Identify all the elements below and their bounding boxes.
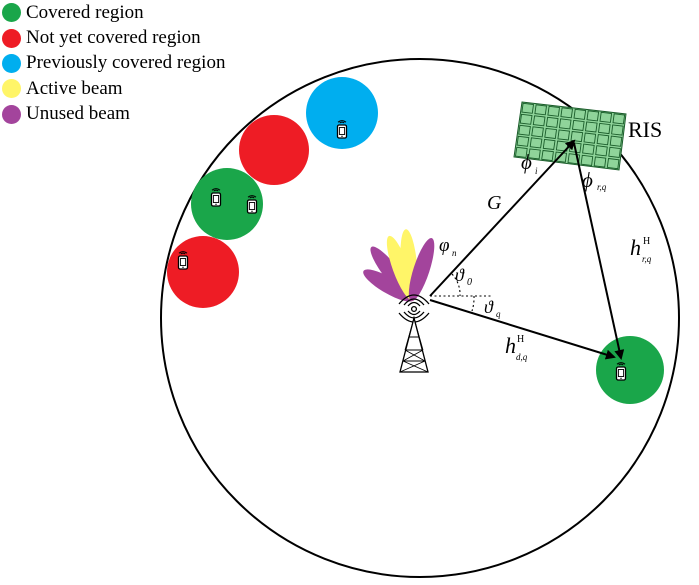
- ris-element: [545, 116, 559, 128]
- ris-element: [555, 140, 569, 152]
- ris-element: [570, 131, 584, 143]
- region-covered-right: [596, 336, 664, 404]
- ris-element: [519, 113, 533, 125]
- ris-element: [560, 107, 574, 119]
- ris-element: [531, 126, 544, 138]
- svg-text:r,q: r,q: [642, 254, 652, 264]
- ris-element: [612, 113, 626, 125]
- ris-element: [528, 148, 541, 160]
- legend-item-unused-beam: Unused beam: [2, 102, 225, 127]
- ris-element: [558, 118, 572, 130]
- legend-swatch: [2, 53, 21, 73]
- ris-element: [514, 146, 528, 158]
- ris-user-channel-arrow: [573, 142, 625, 360]
- ris-element: [521, 102, 535, 114]
- ris-element: [582, 143, 595, 155]
- h-rq-label: h H r,q: [630, 235, 652, 264]
- ris-element: [611, 124, 624, 136]
- theta-0-label: ϑ 0: [455, 265, 472, 288]
- legend-swatch: [2, 104, 21, 124]
- svg-text:r,q: r,q: [597, 182, 607, 192]
- angle-arc-theta-q: [471, 295, 475, 312]
- ris-element: [532, 115, 546, 127]
- ris-element: [609, 135, 623, 147]
- legend-item-active-beam: Active beam: [2, 76, 225, 101]
- region-covered-left: [191, 168, 263, 240]
- ris-panel: [513, 101, 627, 171]
- legend-item-not-yet-covered: Not yet covered region: [2, 25, 225, 50]
- bs-ris-channel-arrow: [429, 139, 576, 297]
- svg-text:d,q: d,q: [516, 352, 528, 362]
- channel-G-label: G: [487, 192, 502, 214]
- svg-text:0: 0: [467, 277, 472, 288]
- ris-element: [547, 105, 561, 117]
- legend-item-previously-covered: Previously covered region: [2, 51, 225, 76]
- ris-element: [599, 111, 613, 123]
- legend-swatch: [2, 3, 21, 23]
- ris-element: [573, 108, 587, 120]
- svg-text:ϑ: ϑ: [455, 265, 465, 285]
- svg-text:ϕ: ϕ: [521, 150, 532, 174]
- ris-element: [583, 132, 597, 144]
- ris-element: [542, 138, 556, 150]
- legend: Covered region Not yet covered region Pr…: [2, 0, 225, 127]
- legend-swatch: [2, 28, 21, 48]
- region-previously-covered: [306, 77, 378, 149]
- ris-element: [529, 137, 543, 149]
- ris-element: [596, 134, 610, 146]
- svg-text:H: H: [643, 236, 650, 247]
- ris-label: RIS: [628, 117, 662, 142]
- h-dq-label: h H d,q: [505, 333, 528, 362]
- theta-q-label: ϑ q: [484, 297, 501, 319]
- ris-element: [584, 121, 598, 133]
- region-not-yet-covered-lower: [167, 236, 239, 308]
- unused-beam: [408, 238, 435, 301]
- beam-pattern: [363, 229, 435, 302]
- region-not-yet-covered-upper: [239, 115, 309, 185]
- svg-text:h: h: [505, 333, 516, 358]
- angle-arc-theta-0: [451, 273, 461, 297]
- ris-element: [534, 104, 548, 116]
- ris-element: [518, 124, 531, 136]
- legend-item-covered: Covered region: [2, 0, 225, 25]
- direct-channel-arrow: [429, 299, 616, 360]
- legend-label: Covered region: [26, 1, 144, 23]
- svg-text:ϑ: ϑ: [484, 297, 494, 317]
- legend-label: Active beam: [26, 77, 123, 99]
- svg-text:φ: φ: [439, 235, 450, 256]
- ris-element: [580, 154, 594, 167]
- ris-element: [597, 122, 611, 135]
- varphi-n-label: φ n: [439, 235, 457, 258]
- svg-text:H: H: [517, 334, 524, 345]
- ris-element: [516, 135, 530, 147]
- legend-swatch: [2, 79, 21, 99]
- ris-element: [544, 127, 558, 140]
- phi-rq-label: ϕ r,q: [582, 168, 607, 192]
- svg-text:q: q: [496, 309, 501, 319]
- antenna-tower-icon: [398, 294, 430, 373]
- svg-text:h: h: [630, 235, 641, 260]
- ris-element-grid: [514, 102, 626, 170]
- legend-label: Not yet covered region: [26, 27, 201, 49]
- ris-element: [606, 157, 620, 170]
- ris-element: [586, 110, 600, 122]
- svg-text:n: n: [452, 248, 457, 258]
- legend-label: Unused beam: [26, 103, 130, 125]
- ris-element: [595, 145, 608, 157]
- svg-text:i: i: [535, 166, 538, 176]
- ris-element: [571, 119, 585, 132]
- ris-element: [593, 156, 607, 168]
- ris-element: [608, 146, 621, 159]
- coverage-boundary: [160, 58, 680, 578]
- ris-element: [541, 150, 554, 162]
- legend-label: Previously covered region: [26, 52, 226, 74]
- phi-i-label: ϕ i: [521, 150, 538, 176]
- svg-text:ϕ: ϕ: [582, 168, 593, 192]
